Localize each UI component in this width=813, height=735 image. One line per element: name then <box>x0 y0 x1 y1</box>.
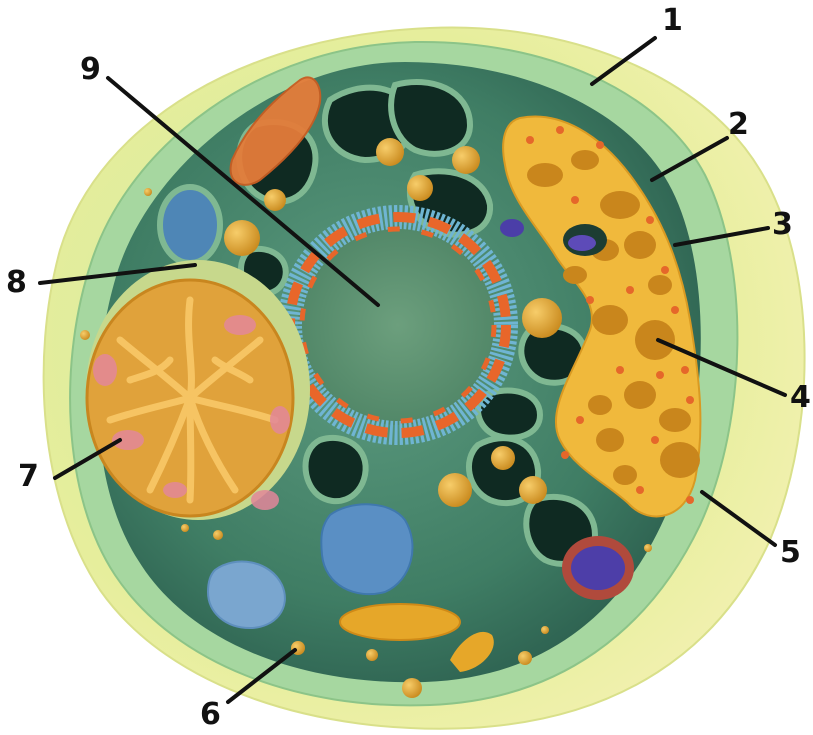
label-8: 8 <box>6 268 27 298</box>
label-4: 4 <box>790 383 811 413</box>
label-6: 6 <box>200 700 221 730</box>
blue-organelle-upper <box>160 187 220 263</box>
blue-organelle-center <box>321 504 412 594</box>
label-5: 5 <box>780 538 801 568</box>
purple-body-small <box>568 235 596 251</box>
purple-body-top <box>500 219 524 237</box>
label-9: 9 <box>80 55 101 85</box>
nucleus-interior <box>298 225 498 425</box>
purple-body-lower <box>571 546 625 590</box>
label-7: 7 <box>18 462 39 492</box>
fuzzy-organelle <box>340 604 460 640</box>
label-1: 1 <box>662 6 683 36</box>
label-2: 2 <box>728 110 749 140</box>
label-3: 3 <box>772 210 793 240</box>
